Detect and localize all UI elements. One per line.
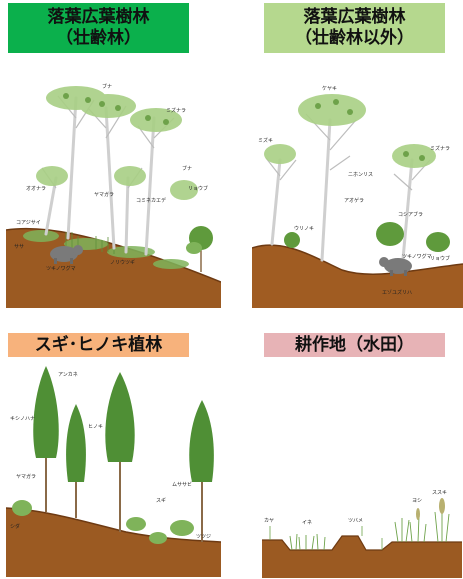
cedar-tree: [33, 366, 59, 512]
species-label: ミズナラ: [430, 145, 450, 152]
species-label: ヒノキ: [88, 424, 103, 430]
species-label: ムササビ: [172, 481, 192, 488]
illustration-deciduous-mature: ブナ ミズナラ オオナラ ヤマガラ コミネカエデ リョウブ ブナ コアジサイ サ…: [6, 78, 221, 308]
species-label: オオナラ: [26, 186, 46, 192]
cedar-tree: [66, 404, 86, 518]
label-paddy-field: 耕作地（水田）: [264, 333, 445, 357]
species-label: ツツジ: [196, 534, 211, 540]
species-label: ツキノワグマ: [46, 265, 76, 272]
species-label: エゾユズリハ: [382, 289, 412, 296]
label-line1: 落葉広葉樹林: [303, 7, 406, 27]
species-label: ノリウツギ: [110, 259, 135, 266]
species-label: ウリノキ: [294, 225, 314, 232]
illustration-cedar-plantation: アンカネ キシノハナ ヤマガラ ヒノキ ムササビ シダ スギ ツツジ: [6, 362, 221, 577]
species-label: アオゲラ: [344, 197, 364, 204]
label-cedar-plantation: スギ･ヒノキ植林: [8, 333, 189, 357]
species-label: スギ: [156, 498, 166, 504]
species-label: ニホンリス: [348, 172, 373, 178]
species-label: リョウブ: [188, 185, 208, 192]
species-label: ケヤキ: [322, 85, 337, 92]
cedar-tree: [105, 372, 135, 532]
bear-icon: [50, 245, 83, 264]
bear-icon: [379, 257, 412, 276]
label-line2: （壮齢林以外）: [295, 28, 414, 48]
species-label: ササ: [14, 244, 24, 250]
species-label: ツバメ: [348, 518, 363, 524]
species-label: コアジサイ: [16, 220, 41, 226]
species-label: シダ: [10, 523, 20, 530]
species-label: ブナ: [102, 83, 112, 90]
label-line1: 落葉広葉樹林: [47, 7, 150, 27]
illustration-deciduous-other: ケヤキ ミズキ ニホンリス アオゲラ ミズナラ コシアブラ ウリノキ ツキノワグ…: [252, 80, 463, 308]
cedar-tree: [189, 400, 214, 542]
species-label: ヤマガラ: [94, 191, 114, 198]
species-label: ヤマガラ: [16, 473, 36, 480]
species-label: ツキノワグマ: [402, 253, 432, 260]
species-label: イネ: [302, 520, 312, 526]
label-deciduous-other: 落葉広葉樹林 （壮齢林以外）: [264, 3, 445, 53]
species-label: ブナ: [182, 165, 192, 172]
species-label: リョウブ: [430, 255, 450, 262]
label-deciduous-mature: 落葉広葉樹林 （壮齢林）: [8, 3, 189, 53]
species-label: ススキ: [432, 490, 447, 496]
label-line2: （壮齢林）: [56, 28, 141, 48]
species-label: キシノハナ: [10, 416, 35, 422]
species-label: コミネカエデ: [136, 197, 166, 204]
species-label: カヤ: [264, 518, 274, 524]
species-label: コシアブラ: [398, 211, 423, 218]
species-label: アンカネ: [58, 372, 78, 378]
species-label: ミズキ: [258, 137, 273, 144]
illustration-paddy-field: イネ ヨシ カヤ ススキ ツバメ: [262, 478, 462, 578]
species-label: ミズナラ: [166, 107, 186, 114]
species-label: ヨシ: [412, 498, 422, 504]
